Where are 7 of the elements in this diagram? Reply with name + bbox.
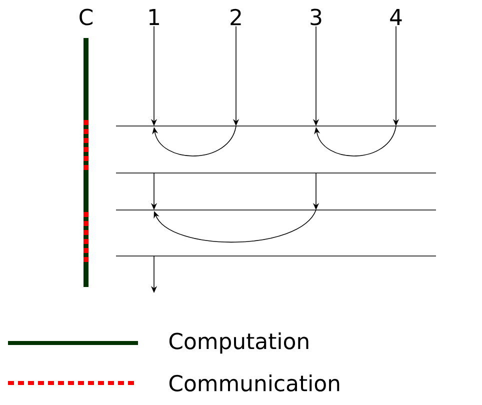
column-label: 4 — [390, 9, 402, 25]
legend-text: Communication — [169, 374, 340, 392]
column-label: 1 — [149, 9, 159, 25]
column-label: 3 — [310, 8, 322, 26]
process-label: C — [80, 8, 92, 26]
legend-text: Computation — [169, 332, 308, 354]
column-label: 2 — [230, 8, 241, 26]
